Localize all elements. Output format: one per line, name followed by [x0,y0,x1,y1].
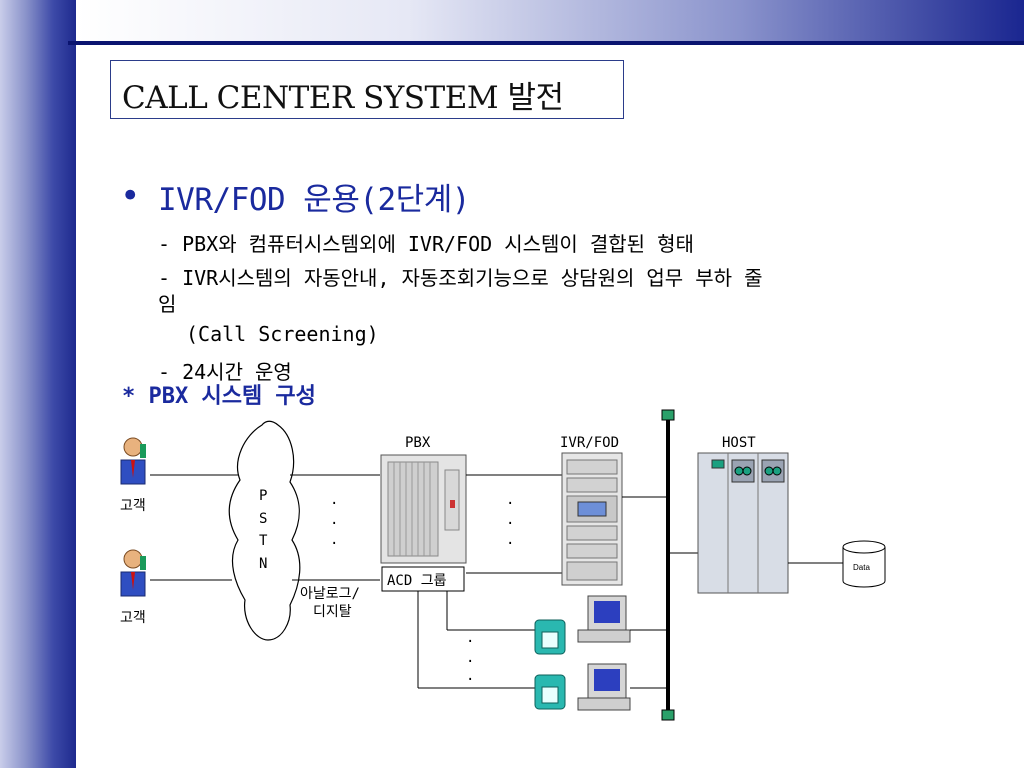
ellipsis-2c: · [506,536,514,552]
header-rule [68,41,1024,45]
ellipsis-1b: · [330,516,338,532]
agent-phone-icon-2 [534,674,566,710]
agent-phone-icon-1 [534,619,566,655]
pbx-cabinet-icon [380,454,467,564]
pstn-letter-p: P [259,488,267,504]
top-gradient-band [76,0,1024,42]
lan-terminator-bottom [661,709,675,721]
subheading: * PBX 시스템 구성 [122,384,316,409]
agent-computer-icon-1 [577,595,631,643]
body-line-4: (Call Screening) [186,322,379,346]
line-type-label-1: 아날로그/ [300,586,360,602]
customer-label-2: 고객 [120,610,146,626]
body-line-3: 임 [158,292,177,316]
body-line-2: - IVR시스템의 자동안내, 자동조회기능으로 상담원의 업무 부하 줄 [158,266,763,290]
host-label: HOST [722,435,756,451]
database-icon [842,540,886,588]
line-type-label-2: 디지탈 [313,604,352,620]
pstn-letter-s: S [259,511,267,527]
customer-label-1: 고객 [120,498,146,514]
ivr-fod-label: IVR/FOD [560,435,619,451]
agent-computer-icon-2 [577,663,631,711]
pbx-label: PBX [405,435,431,451]
host-server-icon [697,452,789,594]
title-box [110,60,624,119]
ellipsis-1c: · [330,536,338,552]
pstn-cloud [228,420,301,641]
section-heading: IVR/FOD 운용(2단계) [158,182,470,218]
bullet-marker: • [120,176,141,216]
customer-phone-icon-1 [120,437,146,485]
acd-group-label: ACD 그룹 [387,573,447,589]
customer-phone-icon-2 [120,549,146,597]
ellipsis-3a: · [466,634,474,650]
ellipsis-3c: · [466,672,474,688]
body-line-1: - PBX와 컴퓨터시스템외에 IVR/FOD 시스템이 결합된 형태 [158,232,694,256]
ellipsis-2a: · [506,496,514,512]
ellipsis-3b: · [466,654,474,670]
left-gradient-band [0,0,76,768]
ivr-rack-icon [561,452,623,586]
ellipsis-2b: · [506,516,514,532]
body-line-5: - 24시간 운영 [158,360,292,384]
acd-group-box [381,566,465,592]
lan-terminator-top [661,409,675,421]
slide-title: CALL CENTER SYSTEM 발전 [122,80,564,116]
pstn-letter-t: T [259,533,268,549]
ellipsis-1a: · [330,496,338,512]
pstn-letter-n: N [259,556,267,572]
data-label: Data [853,563,870,572]
